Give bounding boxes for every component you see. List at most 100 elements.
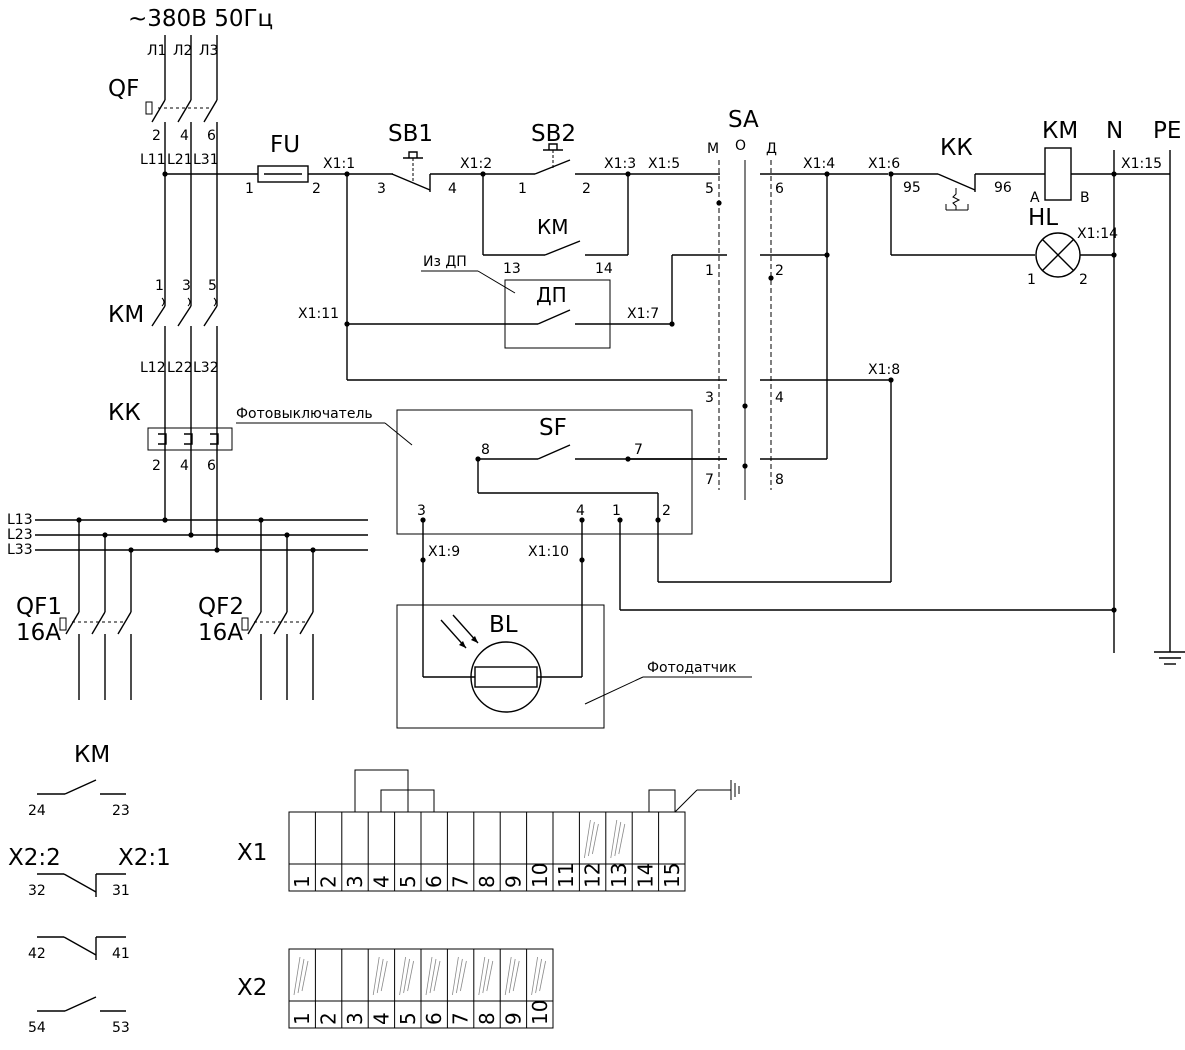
x1-terminal-number: 1 <box>290 875 314 888</box>
sb1-terminal-4: 4 <box>448 181 457 197</box>
x2-terminal-number: 5 <box>396 1012 420 1025</box>
x2-terminal-number: 8 <box>475 1012 499 1025</box>
x1-10-label: X1:10 <box>528 544 569 560</box>
terminal-hatch <box>403 958 410 994</box>
terminal-hatch <box>592 823 599 855</box>
terminal-hatch <box>297 958 305 994</box>
bl-label: BL <box>489 612 518 638</box>
phase-label-3: Л3 <box>199 43 218 59</box>
qf-label: QF <box>108 76 139 102</box>
wire-l21: L21 <box>167 152 193 168</box>
terminal-hatch <box>452 956 459 996</box>
terminal-hatch <box>425 956 433 996</box>
sa-contact-5: 5 <box>705 181 714 197</box>
km-aux-23: 23 <box>112 803 130 819</box>
sf-terminal-7: 7 <box>634 442 643 458</box>
sf-terminal-8: 8 <box>481 442 490 458</box>
km-aux-53: 53 <box>112 1020 130 1036</box>
terminal-hatch <box>614 821 622 857</box>
sa-contact-1: 1 <box>705 263 714 279</box>
phase-label-2: Л2 <box>173 43 192 59</box>
terminal-hatch <box>618 823 626 855</box>
km-aux-24: 24 <box>28 803 46 819</box>
terminal-hatch <box>504 956 512 996</box>
sa-contact-2: 2 <box>775 263 784 279</box>
hl-terminal-1: 1 <box>1027 272 1036 288</box>
x2-terminal-number: 4 <box>369 1012 393 1025</box>
km-terminal-1: 1 <box>155 278 164 294</box>
x1-terminal-number: 8 <box>475 875 499 888</box>
x1-7-label: X1:7 <box>627 306 659 322</box>
x1-8-label: X1:8 <box>868 362 900 378</box>
bus-l23: L23 <box>7 527 33 543</box>
wire-l31: L31 <box>193 152 219 168</box>
sb2-terminal-1: 1 <box>518 181 527 197</box>
sb2-terminal-2: 2 <box>582 181 591 197</box>
x2-terminal-number: 3 <box>343 1012 367 1025</box>
x1-terminal-number: 7 <box>449 875 473 888</box>
x1-14-label: X1:14 <box>1077 226 1118 242</box>
x1-block-label: X1 <box>237 840 267 866</box>
qf-terminal-2: 2 <box>152 128 161 144</box>
km-aux-41: 41 <box>112 946 130 962</box>
qf1-label: QF1 <box>16 594 62 620</box>
x2-1-label: X2:1 <box>118 845 171 871</box>
x1-4-label: X1:4 <box>803 156 835 172</box>
sa-pos-m: М <box>707 141 719 157</box>
km-aux-32: 32 <box>28 883 46 899</box>
x1-terminal-number: 13 <box>607 863 631 888</box>
hl-terminal-2: 2 <box>1079 272 1088 288</box>
kk-main-label: КК <box>108 400 141 426</box>
x2-terminal-number: 2 <box>317 1012 341 1025</box>
wire-l12: L12 <box>140 360 166 376</box>
x1-terminal-number: 3 <box>343 875 367 888</box>
x1-terminal-number: 15 <box>660 863 684 888</box>
n-label: N <box>1106 118 1123 144</box>
terminal-hatch <box>531 956 538 996</box>
qf2-rating: 16A <box>198 620 243 646</box>
sa-contact-7: 7 <box>705 472 714 488</box>
bus-l13: L13 <box>7 512 33 528</box>
x1-terminal-number: 4 <box>369 875 393 888</box>
km-terminal-5: 5 <box>208 278 217 294</box>
x2-terminal-number: 6 <box>422 1012 446 1025</box>
sa-pos-d: Д <box>766 141 777 157</box>
terminal-hatch <box>482 958 490 994</box>
km-coil-label: КМ <box>1042 118 1078 144</box>
x1-5-label: X1:5 <box>648 156 680 172</box>
fu-label: FU <box>270 132 300 158</box>
x2-terminal-number: 7 <box>449 1012 473 1025</box>
km-aux-31: 31 <box>112 883 130 899</box>
x2-block-label: X2 <box>237 975 267 1001</box>
control-top-line: FU 1 2 X1:1 SB1 3 4 X1:2 SB2 1 2 X1:3 X1… <box>165 121 720 197</box>
km-coil <box>1044 147 1072 201</box>
kk-terminal-4: 4 <box>180 458 189 474</box>
right-control: X1:6 КК 95 96 КМ А В X1:15 N PE HL X1:14… <box>868 118 1185 665</box>
kk-terminal-2: 2 <box>152 458 161 474</box>
wire-l22: L22 <box>167 360 193 376</box>
sb1-terminal-3: 3 <box>377 181 386 197</box>
terminal-hatch <box>429 958 437 994</box>
x1-terminal-number: 5 <box>396 875 420 888</box>
busbars: L13 L23 L33 <box>7 512 368 558</box>
qf2-breaker: QF2 16A <box>198 520 314 700</box>
dp-label: ДП <box>536 283 567 307</box>
x1-terminal-number: 9 <box>501 875 525 888</box>
sf-title: Фотовыключатель <box>236 406 373 422</box>
km-coil-a: А <box>1030 190 1040 206</box>
qf1-breaker: QF1 16A <box>16 520 132 700</box>
terminal-hatch <box>584 819 591 859</box>
x1-terminal-number: 10 <box>528 863 552 888</box>
terminal-hatch <box>512 960 520 992</box>
hl-label: HL <box>1028 205 1058 231</box>
x1-15-label: X1:15 <box>1121 156 1162 172</box>
qf-terminal-6: 6 <box>207 128 216 144</box>
terminal-hatch <box>433 960 441 992</box>
km-aux-label: КМ <box>74 742 110 768</box>
sb2-label: SB2 <box>531 121 576 147</box>
qf1-rating: 16A <box>16 620 61 646</box>
km-hold-label: КМ <box>537 215 568 239</box>
km-hold-contact: КМ 13 14 <box>482 174 629 277</box>
sf-terminal-3: 3 <box>417 503 426 519</box>
supply-label: ~380В 50Гц <box>128 6 273 32</box>
